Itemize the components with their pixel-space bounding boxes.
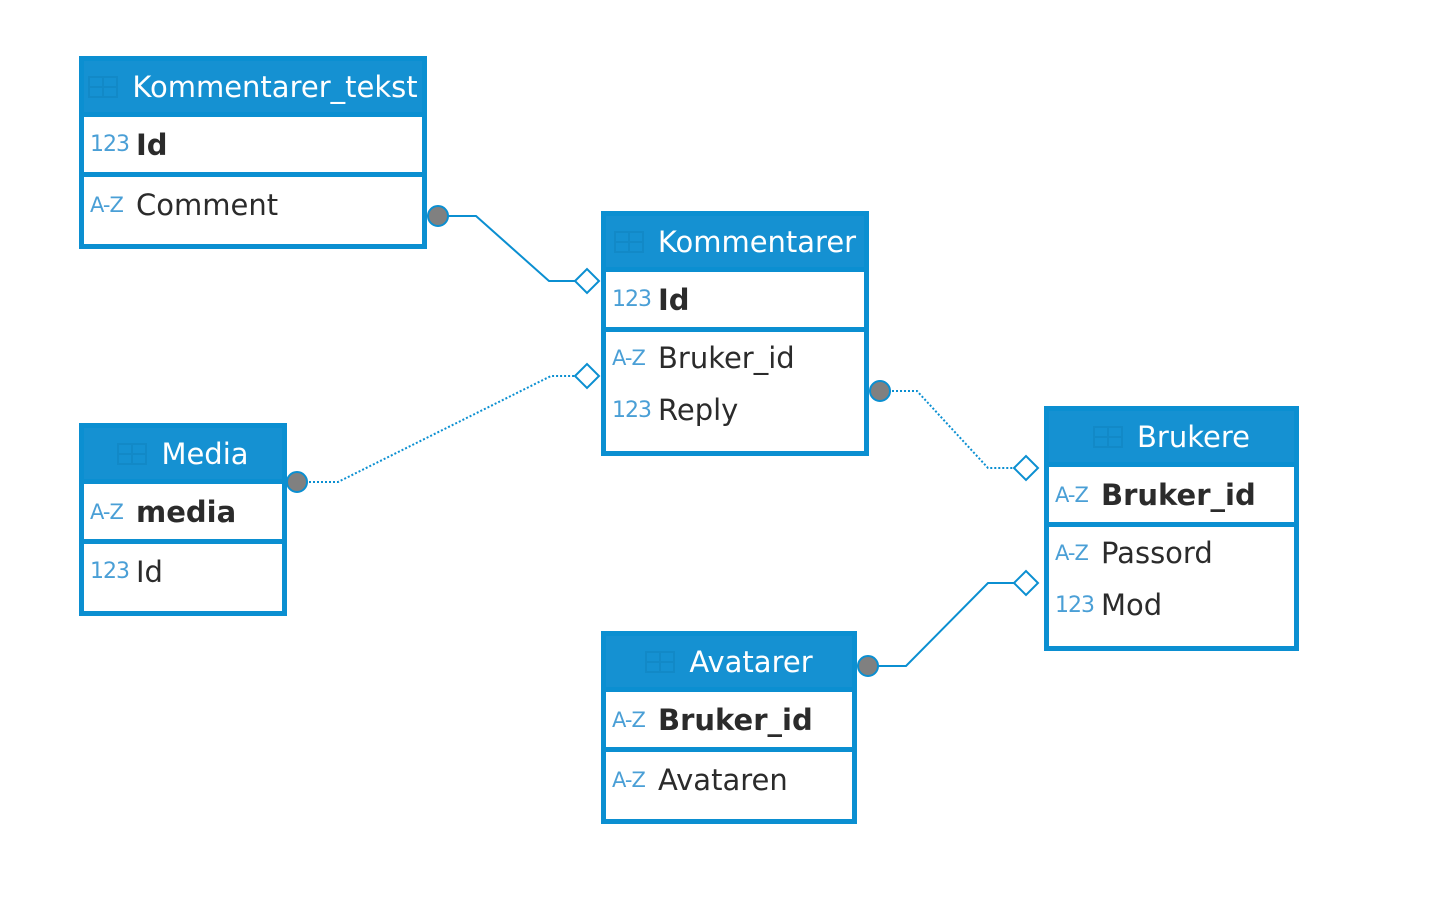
entity-media[interactable]: Media A-Z media 123 Id [79, 423, 287, 616]
entity-header[interactable]: Brukere [1049, 411, 1294, 467]
attribute-row[interactable]: 123 Id [84, 117, 422, 172]
attribute-row[interactable]: A-Z media [84, 484, 282, 539]
attributes-section: A-Z Bruker_id 123 Reply [606, 332, 864, 436]
attribute-row[interactable]: A-Z Comment [84, 177, 422, 232]
key-section: 123 Id [84, 117, 422, 177]
entity-kommentarer-tekst[interactable]: Kommentarer_tekst 123 Id A-Z Comment [79, 56, 427, 249]
numeric-type-icon: 123 [612, 397, 652, 423]
attribute-row[interactable]: 123 Id [84, 544, 282, 599]
table-icon [117, 442, 148, 465]
attribute-name: Bruker_id [658, 702, 813, 737]
key-section: A-Z media [84, 484, 282, 544]
attribute-row[interactable]: A-Z Passord [1049, 527, 1294, 579]
text-type-icon: A-Z [612, 707, 646, 732]
entity-brukere[interactable]: Brukere A-Z Bruker_id A-Z Passord 123 Mo… [1044, 406, 1299, 651]
entity-title: Kommentarer [657, 224, 857, 259]
relation-kommentarer-brukere[interactable] [869, 380, 1040, 482]
attribute-name: Passord [1101, 536, 1213, 570]
attribute-row[interactable]: A-Z Bruker_id [1049, 467, 1294, 522]
attribute-row[interactable]: A-Z Bruker_id [606, 332, 864, 384]
entity-header[interactable]: Avatarer [606, 636, 852, 692]
text-type-icon: A-Z [1055, 482, 1089, 507]
table-icon [1093, 425, 1124, 448]
attribute-row[interactable]: A-Z Avataren [606, 752, 852, 807]
relation-media-kommentarer[interactable] [286, 362, 601, 493]
attributes-section: A-Z Passord 123 Mod [1049, 527, 1294, 631]
attributes-section: 123 Id [84, 544, 282, 599]
numeric-type-icon: 123 [90, 559, 130, 584]
attribute-name: Comment [136, 187, 279, 222]
attribute-row[interactable]: 123 Mod [1049, 579, 1294, 631]
entity-title: Media [161, 436, 249, 471]
key-section: A-Z Bruker_id [606, 692, 852, 752]
text-type-icon: A-Z [1055, 541, 1089, 565]
relation-kommentarer-tekst-kommentarer[interactable] [427, 205, 601, 295]
text-type-icon: A-Z [612, 767, 646, 792]
entity-kommentarer[interactable]: Kommentarer 123 Id A-Z Bruker_id 123 Rep… [601, 211, 869, 456]
attribute-name: Mod [1101, 588, 1163, 622]
table-icon [88, 75, 119, 98]
text-type-icon: A-Z [90, 499, 124, 524]
text-type-icon: A-Z [90, 192, 124, 217]
numeric-type-icon: 123 [612, 287, 652, 312]
key-section: A-Z Bruker_id [1049, 467, 1294, 527]
attribute-row[interactable]: A-Z Bruker_id [606, 692, 852, 747]
entity-header[interactable]: Kommentarer_tekst [84, 61, 422, 117]
entity-title: Brukere [1137, 419, 1250, 454]
attribute-name: Bruker_id [1101, 477, 1256, 512]
attribute-name: media [136, 494, 237, 529]
attribute-row[interactable]: 123 Id [606, 272, 864, 327]
table-icon [645, 650, 676, 673]
attribute-name: Avataren [658, 762, 788, 797]
attributes-section: A-Z Comment [84, 177, 422, 232]
attributes-section: A-Z Avataren [606, 752, 852, 807]
key-section: 123 Id [606, 272, 864, 332]
attribute-name: Id [658, 282, 690, 317]
entity-header[interactable]: Media [84, 428, 282, 484]
attribute-name: Id [136, 554, 163, 589]
entity-title: Kommentarer_tekst [132, 69, 418, 104]
attribute-name: Reply [658, 393, 739, 427]
entity-title: Avatarer [689, 644, 813, 679]
attribute-name: Bruker_id [658, 341, 795, 375]
numeric-type-icon: 123 [90, 132, 130, 157]
entity-avatarer[interactable]: Avatarer A-Z Bruker_id A-Z Avataren [601, 631, 857, 824]
table-icon [613, 230, 644, 253]
relation-avatarer-brukere[interactable] [857, 569, 1040, 677]
attribute-row[interactable]: 123 Reply [606, 384, 864, 436]
attribute-name: Id [136, 127, 168, 162]
numeric-type-icon: 123 [1055, 592, 1095, 618]
entity-header[interactable]: Kommentarer [606, 216, 864, 272]
text-type-icon: A-Z [612, 346, 646, 370]
